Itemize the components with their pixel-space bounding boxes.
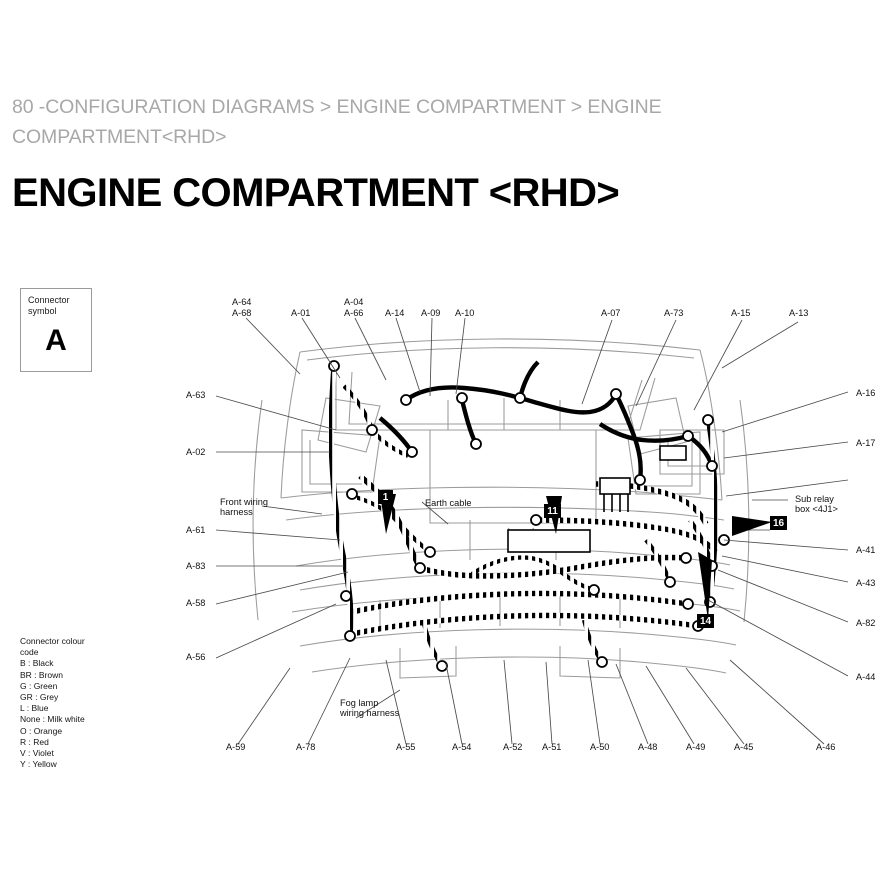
label-A-04[interactable]: A-04 [344, 297, 364, 307]
page-title: ENGINE COMPARTMENT <RHD> [12, 171, 620, 215]
connector-symbol-caption-line1: Connector [28, 295, 70, 305]
label-A-48[interactable]: A-48 [638, 742, 658, 752]
marker-14[interactable]: 14 [697, 614, 714, 628]
connector-plugs [507, 445, 687, 553]
connector-eyelets [328, 360, 730, 672]
annotation-sub-relay-box: Sub relay box <4J1> [795, 494, 838, 515]
label-A-66[interactable]: A-66 [344, 308, 364, 318]
connector-symbol-caption-line2: symbol [28, 306, 57, 316]
label-A-41[interactable]: A-41 [856, 545, 876, 555]
label-A-78[interactable]: A-78 [296, 742, 316, 752]
label-A-83[interactable]: A-83 [186, 561, 206, 571]
marker-16[interactable]: 16 [770, 516, 787, 530]
annotation-earth-cable: Earth cable [425, 498, 472, 508]
connector-symbol-letter: A [45, 324, 67, 357]
label-A-56[interactable]: A-56 [186, 652, 206, 662]
label-A-14[interactable]: A-14 [385, 308, 405, 318]
label-A-46[interactable]: A-46 [816, 742, 836, 752]
label-A-52[interactable]: A-52 [503, 742, 523, 752]
label-A-63[interactable]: A-63 [186, 390, 206, 400]
label-A-01[interactable]: A-01 [291, 308, 311, 318]
label-A-68[interactable]: A-68 [232, 308, 252, 318]
legend-item: L : Blue [20, 703, 49, 714]
marker-11[interactable]: 11 [544, 504, 561, 518]
legend-item: O : Orange [20, 725, 63, 736]
label-A-17[interactable]: A-17 [856, 438, 876, 448]
front-wiring-harness-line1: Front wiring [220, 497, 268, 507]
label-A-07[interactable]: A-07 [601, 308, 621, 318]
label-A-44[interactable]: A-44 [856, 672, 876, 682]
label-A-43[interactable]: A-43 [856, 578, 876, 588]
label-A-45[interactable]: A-45 [734, 742, 754, 752]
label-A-58[interactable]: A-58 [186, 598, 206, 608]
label-A-55[interactable]: A-55 [396, 742, 416, 752]
label-A-15[interactable]: A-15 [731, 308, 751, 318]
legend-item: None : Milk white [20, 714, 85, 725]
sub-relay-box-line2: box <4J1> [795, 504, 838, 515]
label-A-02[interactable]: A-02 [186, 447, 206, 457]
legend-item: BR : Brown [20, 669, 63, 680]
label-A-61[interactable]: A-61 [186, 525, 206, 535]
annotation-front-wiring-harness: Front wiring harness [220, 497, 268, 518]
fog-lamp-harness-line2: wiring harness [340, 708, 400, 719]
legend-item: G : Green [20, 680, 58, 691]
label-A-10[interactable]: A-10 [455, 308, 475, 318]
label-A-73[interactable]: A-73 [664, 308, 684, 318]
label-A-49[interactable]: A-49 [686, 742, 706, 752]
label-A-54[interactable]: A-54 [452, 742, 472, 752]
label-A-50[interactable]: A-50 [590, 742, 610, 752]
label-A-51[interactable]: A-51 [542, 742, 562, 752]
connector-colour-code-legend: Connector colour code B : Black BR : Bro… [20, 636, 85, 770]
sub-relay-box-line1: Sub relay [795, 494, 834, 504]
leader-lines [215, 317, 849, 745]
relay-box-pins [603, 494, 629, 512]
marker-1[interactable]: 1 [378, 490, 393, 504]
annotation-fog-lamp-wiring-harness: Fog lamp wiring harness [340, 698, 399, 719]
legend-heading-line2: code [20, 647, 39, 658]
legend-item: GR : Grey [20, 692, 59, 703]
legend-item: Y : Yellow [20, 759, 57, 770]
legend-heading-line1: Connector colour [20, 636, 85, 646]
label-A-13[interactable]: A-13 [789, 308, 809, 318]
label-A-16[interactable]: A-16 [856, 388, 876, 398]
legend-item: B : Black [20, 658, 54, 669]
legend-item: V : Violet [20, 748, 54, 759]
legend-item: R : Red [20, 736, 49, 747]
connector-symbol-caption: Connector symbol [28, 295, 70, 317]
wiring-harness-branches [378, 360, 715, 481]
label-A-64[interactable]: A-64 [232, 297, 252, 307]
label-A-59[interactable]: A-59 [226, 742, 246, 752]
front-wiring-harness-line2: harness [220, 507, 253, 518]
breadcrumb: 80 -CONFIGURATION DIAGRAMS > ENGINE COMP… [12, 96, 662, 148]
label-A-82[interactable]: A-82 [856, 618, 876, 628]
connector-symbol-box: Connector symbol A [20, 288, 92, 372]
vehicle-body-outline [252, 338, 750, 679]
fog-lamp-harness-line1: Fog lamp [340, 698, 379, 708]
label-A-09[interactable]: A-09 [421, 308, 441, 318]
